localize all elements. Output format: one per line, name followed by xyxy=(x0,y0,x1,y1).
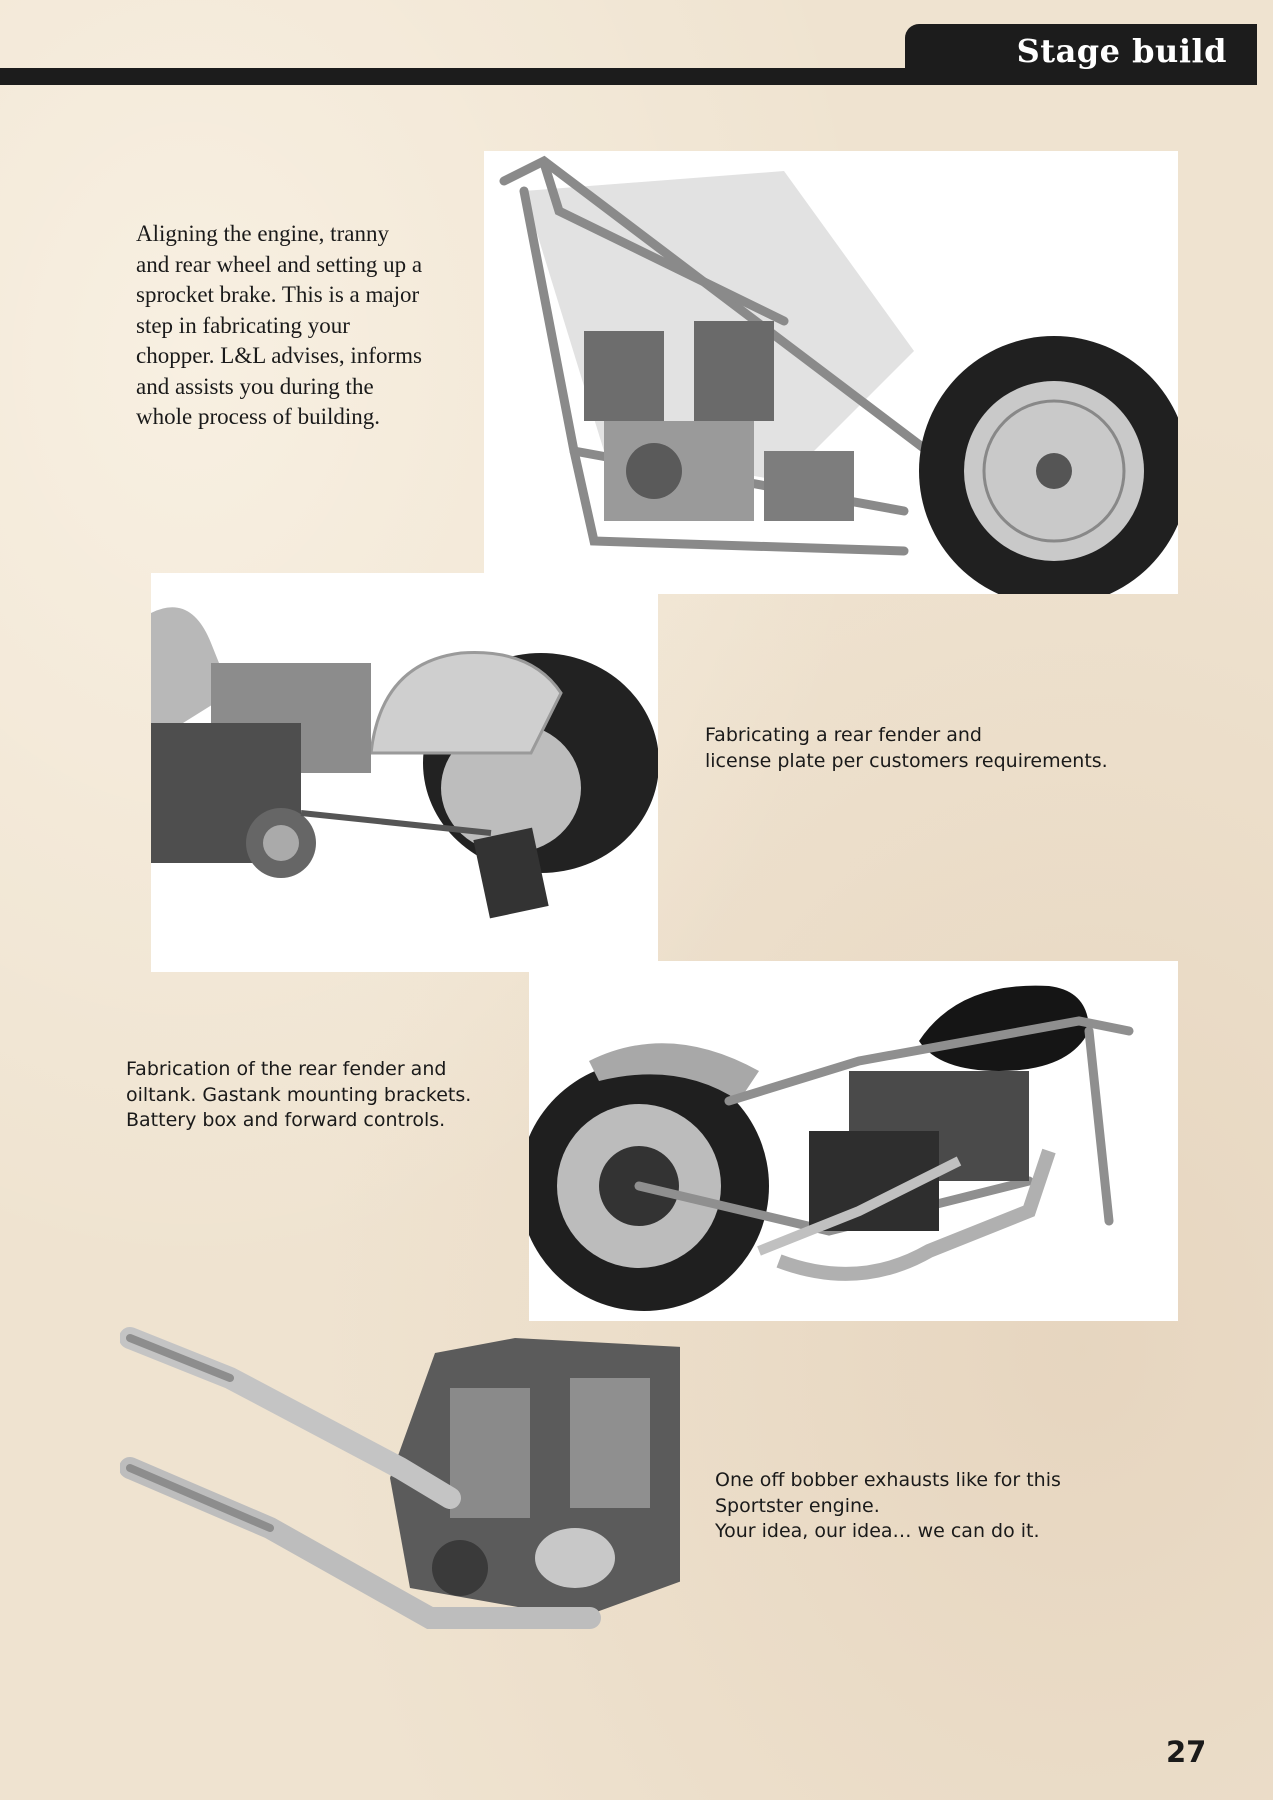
photo-bobber-side xyxy=(529,961,1178,1321)
engine-shape xyxy=(584,321,854,521)
caption-frame-alignment: Aligning the engine, tranny and rear whe… xyxy=(136,221,423,429)
exhaust-pipes-shape xyxy=(120,1327,601,1629)
caption-rear-fender: Fabricating a rear fender and license pl… xyxy=(705,724,1108,772)
header-tab: Stage build xyxy=(905,24,1257,85)
caption-bobber-fabrication: Fabrication of the rear fender and oilta… xyxy=(126,1058,472,1131)
bobber-side-image xyxy=(529,961,1178,1321)
rear-wheel-shape xyxy=(919,336,1178,594)
engine-block-shape xyxy=(390,1338,680,1618)
sportster-exhaust-image xyxy=(120,1327,680,1629)
caption-bobber-exhausts: One off bobber exhausts like for this Sp… xyxy=(715,1469,1061,1542)
photo-frame-engine-wheel xyxy=(484,151,1178,594)
photo-sportster-exhaust xyxy=(120,1318,680,1658)
fender-plate-image xyxy=(151,573,658,972)
photo-rear-fender-plate xyxy=(151,573,658,972)
page-number: 27 xyxy=(1166,1735,1207,1769)
page-title: Stage build xyxy=(1016,32,1227,70)
frame-engine-image xyxy=(484,151,1178,594)
